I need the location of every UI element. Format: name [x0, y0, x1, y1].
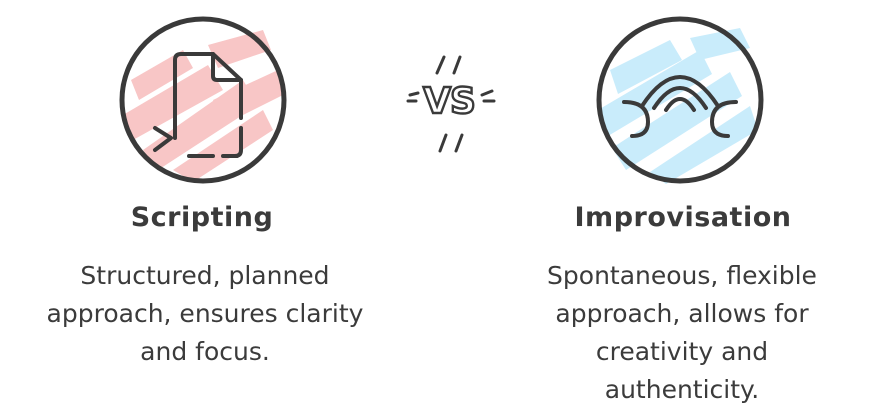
- improvisation-desc-line-2: approach, allows for: [555, 299, 809, 328]
- vs-spark-icon: [406, 55, 496, 153]
- scripting-description: Structured, planned approach, ensures cl…: [5, 257, 405, 371]
- scripting-title: Scripting: [130, 202, 274, 233]
- scripting-desc-line-1: Structured, planned: [80, 261, 330, 290]
- improvisation-badge: [590, 10, 770, 190]
- improvisation-desc-line-3: creativity and: [595, 337, 769, 366]
- scripting-desc-line-2: approach, ensures clarity: [46, 299, 364, 328]
- scripting-desc-line-3: and focus.: [140, 337, 270, 366]
- improvisation-description: Spontaneous, flexible approach, allows f…: [482, 257, 873, 409]
- versus-badge: VS: [404, 55, 499, 155]
- improvisation-title: Improvisation: [574, 202, 792, 233]
- improv-waves-icon: [596, 16, 764, 184]
- improvisation-desc-line-4: authenticity.: [604, 375, 760, 404]
- scripting-panel: Scripting Structured, planned approach, …: [5, 0, 405, 417]
- script-document-icon: [119, 16, 287, 184]
- improvisation-desc-line-1: Spontaneous, flexible: [547, 261, 817, 290]
- improvisation-panel: Improvisation Spontaneous, flexible appr…: [488, 0, 873, 417]
- scripting-badge: [113, 10, 293, 190]
- vs-label: VS: [422, 80, 477, 123]
